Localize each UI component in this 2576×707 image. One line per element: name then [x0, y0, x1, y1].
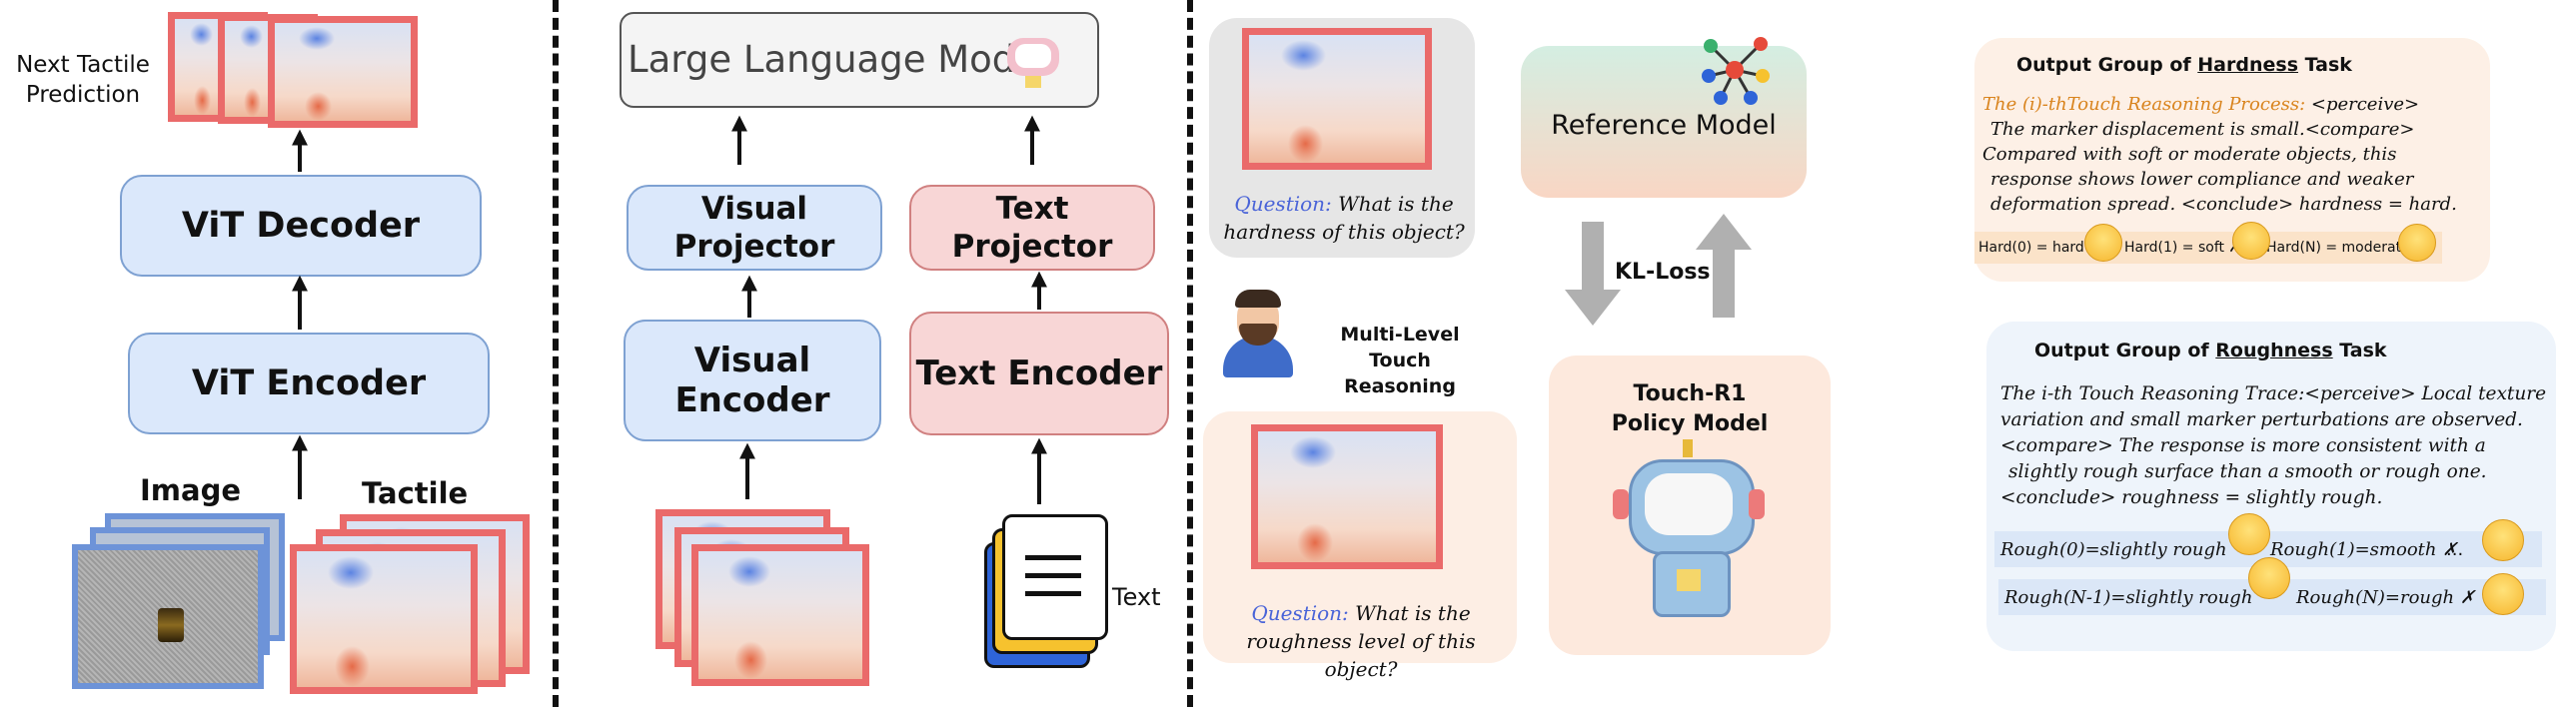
document-icon [984, 514, 1108, 668]
laughing-emoji-icon [2084, 224, 2122, 262]
process-label: The (i)-thTouch Reasoning Process: [1982, 94, 2306, 115]
reasoning-line: <compare> The response is more consisten… [2000, 435, 2486, 456]
visual-projector-box: Visual Projector [627, 185, 882, 271]
reasoning-line: response shows lower compliance and weak… [1990, 169, 2414, 190]
roughness-reasoning-text: The i-th Touch Reasoning Trace:<perceive… [2000, 381, 2556, 511]
hardness-question: Question: What is the hardness of this o… [1217, 190, 1471, 246]
next-tactile-prediction-label: Next Tactile Prediction [16, 52, 150, 108]
roughness-output-0: Rough(0)=slightly rough [2000, 538, 2227, 560]
camera-image [72, 544, 264, 689]
hardness-tactile-image [1242, 28, 1432, 170]
divider-1 [553, 0, 559, 707]
vit-decoder-box: ViT Decoder [120, 175, 482, 277]
tactile-frame [691, 544, 869, 686]
process-tag: <perceive> [2305, 94, 2420, 115]
tactile-frame [290, 544, 478, 694]
panel1-arrows [292, 129, 308, 499]
kl-loss-label: KL-Loss [1615, 260, 1711, 285]
crying-emoji-icon [2232, 222, 2270, 260]
reasoning-line: The marker displacement is small.<compar… [1990, 119, 2415, 140]
hardness-output-row: Hard(0) = hard Hard(1) = soft ✗ Hard(N) … [1974, 232, 2442, 264]
question-text: What is the hardness of this object? [1223, 192, 1465, 244]
crying-emoji-icon [2398, 224, 2436, 262]
reasoning-line: <conclude> roughness = slightly rough. [2000, 487, 2383, 508]
roughness-output-n: Rough(N)=rough ✗ [2296, 586, 2475, 608]
roughness-question: Question: What is the roughness level of… [1211, 599, 1511, 683]
reasoning-line: The i-th Touch Reasoning Trace:<perceive… [2000, 383, 2547, 404]
kl-arrows [1565, 214, 1752, 326]
divider-2 [1187, 0, 1193, 707]
reasoning-line: The (i)-thTouch Reasoning Process: <perc… [1982, 92, 2482, 117]
title-prefix: Output Group of [2034, 340, 2216, 361]
text-projector-box: Text Projector [909, 185, 1155, 271]
hardness-output-1: Hard(1) = soft ✗ [2124, 240, 2241, 256]
title-suffix: Task [2298, 54, 2352, 76]
title-suffix: Task [2332, 340, 2387, 361]
roughness-tactile-image [1251, 424, 1443, 569]
predicted-tactile-frame [268, 16, 418, 128]
reasoning-line: slightly rough surface than a smooth or … [2008, 461, 2487, 482]
roughness-output-n-1: Rough(N-1)=slightly rough [2004, 586, 2253, 608]
llm-label: Large Language Model [628, 38, 1049, 81]
vit-encoder-box: ViT Encoder [128, 333, 490, 434]
roughness-output-1: Rough(1)=smooth ✗ [2270, 538, 2458, 560]
tactile-label: Tactile [362, 476, 469, 510]
hardness-output-0: Hard(0) = hard [1978, 240, 2084, 256]
question-prefix: Question: [1234, 192, 1332, 216]
hardness-output-n: Hard(N) = moderate ✗ [2266, 240, 2426, 256]
robot-icon [1613, 439, 1767, 617]
title-prefix: Output Group of [2016, 54, 2198, 76]
hardness-reasoning-text: The (i)-thTouch Reasoning Process: <perc… [1982, 92, 2482, 217]
reasoning-line: variation and small marker perturbations… [2000, 409, 2523, 430]
up-arrow [1696, 214, 1752, 318]
text-input-label: Text [1112, 583, 1161, 611]
person-icon [1217, 288, 1299, 377]
image-label: Image [140, 473, 242, 507]
policy-model-label: Touch-R1 Policy Model [1611, 381, 1769, 436]
crying-emoji-icon [2482, 519, 2524, 561]
title-key: Hardness [2197, 54, 2299, 76]
question-prefix: Question: [1251, 601, 1349, 625]
robot-icon [1001, 28, 1065, 88]
reasoning-line: Compared with soft or moderate objects, … [1982, 144, 2397, 165]
network-icon [1702, 37, 1770, 105]
laughing-emoji-icon [2228, 513, 2270, 555]
llm-box: Large Language Model [620, 12, 1099, 108]
text-encoder-box: Text Encoder [909, 312, 1169, 435]
roughness-output-title: Output Group of Roughness Task [2034, 340, 2387, 361]
visual-encoder-box: Visual Encoder [624, 320, 881, 441]
hardness-output-title: Output Group of Hardness Task [2016, 54, 2352, 76]
panel2-arrows [731, 115, 1047, 504]
reference-model-label: Reference Model [1551, 110, 1777, 141]
down-arrow [1565, 222, 1621, 326]
object-in-image [158, 608, 184, 642]
roughness-output-ellipsis: ... [2446, 538, 2464, 560]
title-key: Roughness [2215, 340, 2333, 361]
multi-level-reasoning-label: Multi-Level Touch Reasoning [1340, 324, 1460, 397]
question-text: What is the roughness level of this obje… [1246, 601, 1476, 681]
reasoning-line: deformation spread. <conclude> hardness … [1990, 194, 2457, 215]
laughing-emoji-icon [2248, 557, 2290, 599]
crying-emoji-icon [2482, 573, 2524, 615]
